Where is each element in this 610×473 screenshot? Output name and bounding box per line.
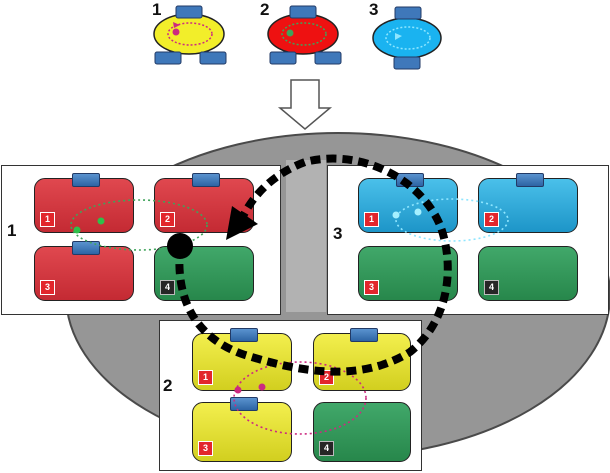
legend-loop-3 xyxy=(385,26,431,50)
zone-2: 2 xyxy=(478,173,578,233)
legend-tab-1c xyxy=(199,51,227,65)
legend-label-2: 2 xyxy=(260,0,270,19)
cycle-start-dot xyxy=(167,233,193,259)
legend-tab-3b xyxy=(393,56,421,70)
zone-tab xyxy=(230,397,258,411)
legend-tab-2c xyxy=(314,51,342,65)
route-loop-3 xyxy=(395,198,509,242)
zone-3: 3 xyxy=(358,246,458,301)
panel-label: 1 xyxy=(7,221,17,240)
legend-dot-arrow-1 xyxy=(173,22,180,28)
zone-tab xyxy=(230,328,258,342)
platform-divider xyxy=(286,160,326,312)
zone-1: 1 xyxy=(34,173,134,233)
down-arrow xyxy=(277,79,333,130)
zone-number-badge: 1 xyxy=(198,370,213,385)
panel-2: 2 1 2 3 4 xyxy=(159,320,422,471)
route-dot-2a xyxy=(234,386,242,394)
zone-number-badge: 3 xyxy=(40,280,55,295)
zone-number-badge: 1 xyxy=(364,212,379,227)
legend-loop-1 xyxy=(167,22,213,46)
cycle-arrowhead xyxy=(226,206,258,240)
zone-number-badge: 2 xyxy=(160,212,175,227)
zone-4: 4 xyxy=(154,246,254,301)
zone-number-badge: 3 xyxy=(198,441,213,456)
legend-label-1: 1 xyxy=(152,0,162,19)
route-dot-1b xyxy=(73,226,81,234)
legend-dot-1 xyxy=(172,28,180,36)
zone-number-badge: 4 xyxy=(319,441,334,456)
zone-2: 2 xyxy=(154,173,254,233)
panel-label: 3 xyxy=(333,224,343,243)
zone-tab xyxy=(192,173,220,187)
panel-1: 1 1 2 3 4 xyxy=(1,165,281,315)
zone-3: 3 xyxy=(34,241,134,301)
route-dot-3a xyxy=(392,211,400,219)
legend-label-3: 3 xyxy=(369,0,379,19)
zone-number-badge: 4 xyxy=(160,280,175,295)
zone-1: 1 xyxy=(358,173,458,233)
legend-loop-2 xyxy=(281,22,327,46)
route-loop-1 xyxy=(70,199,208,251)
route-dot-3b xyxy=(414,208,422,216)
zone-tab xyxy=(72,173,100,187)
route-dot-2b xyxy=(258,383,266,391)
legend-dot-arrow-3 xyxy=(395,33,402,40)
legend-tab-1b xyxy=(154,51,182,65)
zone-number-badge: 1 xyxy=(40,212,55,227)
zone-number-badge: 2 xyxy=(484,212,499,227)
zone-tab xyxy=(350,328,378,342)
legend-tab-1a xyxy=(175,5,203,19)
zone-number-badge: 4 xyxy=(484,280,499,295)
zone-number-badge: 3 xyxy=(364,280,379,295)
zone-tab xyxy=(516,173,544,187)
legend-dot-2 xyxy=(286,29,294,37)
route-dot-1a xyxy=(97,217,105,225)
route-loop-2 xyxy=(233,361,367,435)
legend-tab-3a xyxy=(394,6,422,20)
panel-label: 2 xyxy=(163,376,173,395)
panel-3: 3 1 2 3 4 xyxy=(327,165,609,315)
legend-tab-2a xyxy=(289,5,317,19)
zone-4: 4 xyxy=(478,246,578,301)
legend-tab-2b xyxy=(269,51,297,65)
zone-4: 4 xyxy=(313,402,411,462)
cycle-path xyxy=(175,154,452,376)
